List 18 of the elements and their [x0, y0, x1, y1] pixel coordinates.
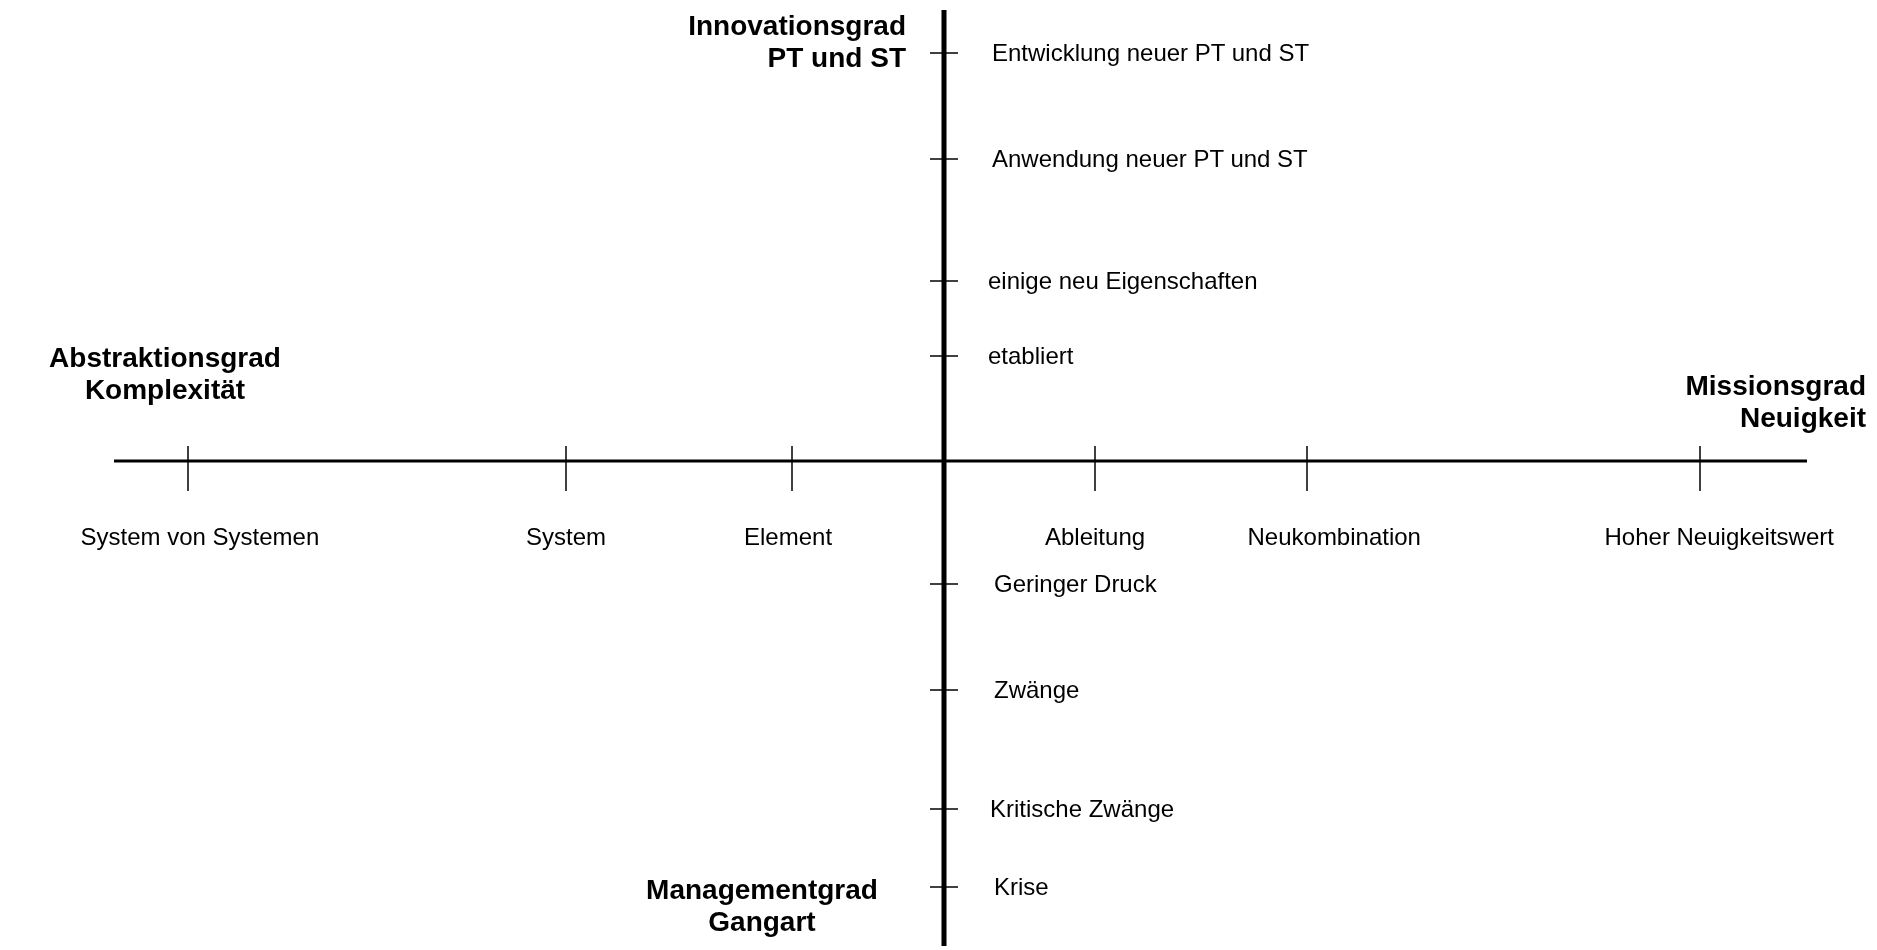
axis-tick-label: Neukombination: [1247, 523, 1421, 551]
axis-title: Missionsgrad Neuigkeit: [1684, 370, 1866, 435]
axis-title: Abstraktionsgrad Komplexität: [48, 342, 282, 407]
axis-tick-label: System: [526, 523, 606, 551]
axis-tick-label: Element: [744, 523, 833, 551]
axis-tick-label: Ableitung: [1045, 523, 1146, 551]
axis-tick-label: Zwänge: [994, 676, 1080, 704]
axis-tick-label: Anwendung neuer PT und ST: [992, 145, 1308, 173]
axis-tick-label: Kritische Zwänge: [990, 795, 1175, 823]
axis-title: Innovationsgrad PT und ST: [687, 10, 906, 75]
axis-tick-label: Krise: [994, 873, 1049, 901]
axis-title: Managementgrad Gangart: [645, 874, 879, 939]
axis-tick-label: Entwicklung neuer PT und ST: [992, 39, 1310, 67]
axis-tick-label: System von Systemen: [80, 523, 320, 551]
axis-tick-label: etabliert: [988, 342, 1074, 370]
axis-tick-label: einige neu Eigenschaften: [988, 267, 1258, 295]
axis-tick-label: Hoher Neuigkeitswert: [1604, 523, 1834, 551]
axis-tick-label: Geringer Druck: [994, 570, 1157, 598]
